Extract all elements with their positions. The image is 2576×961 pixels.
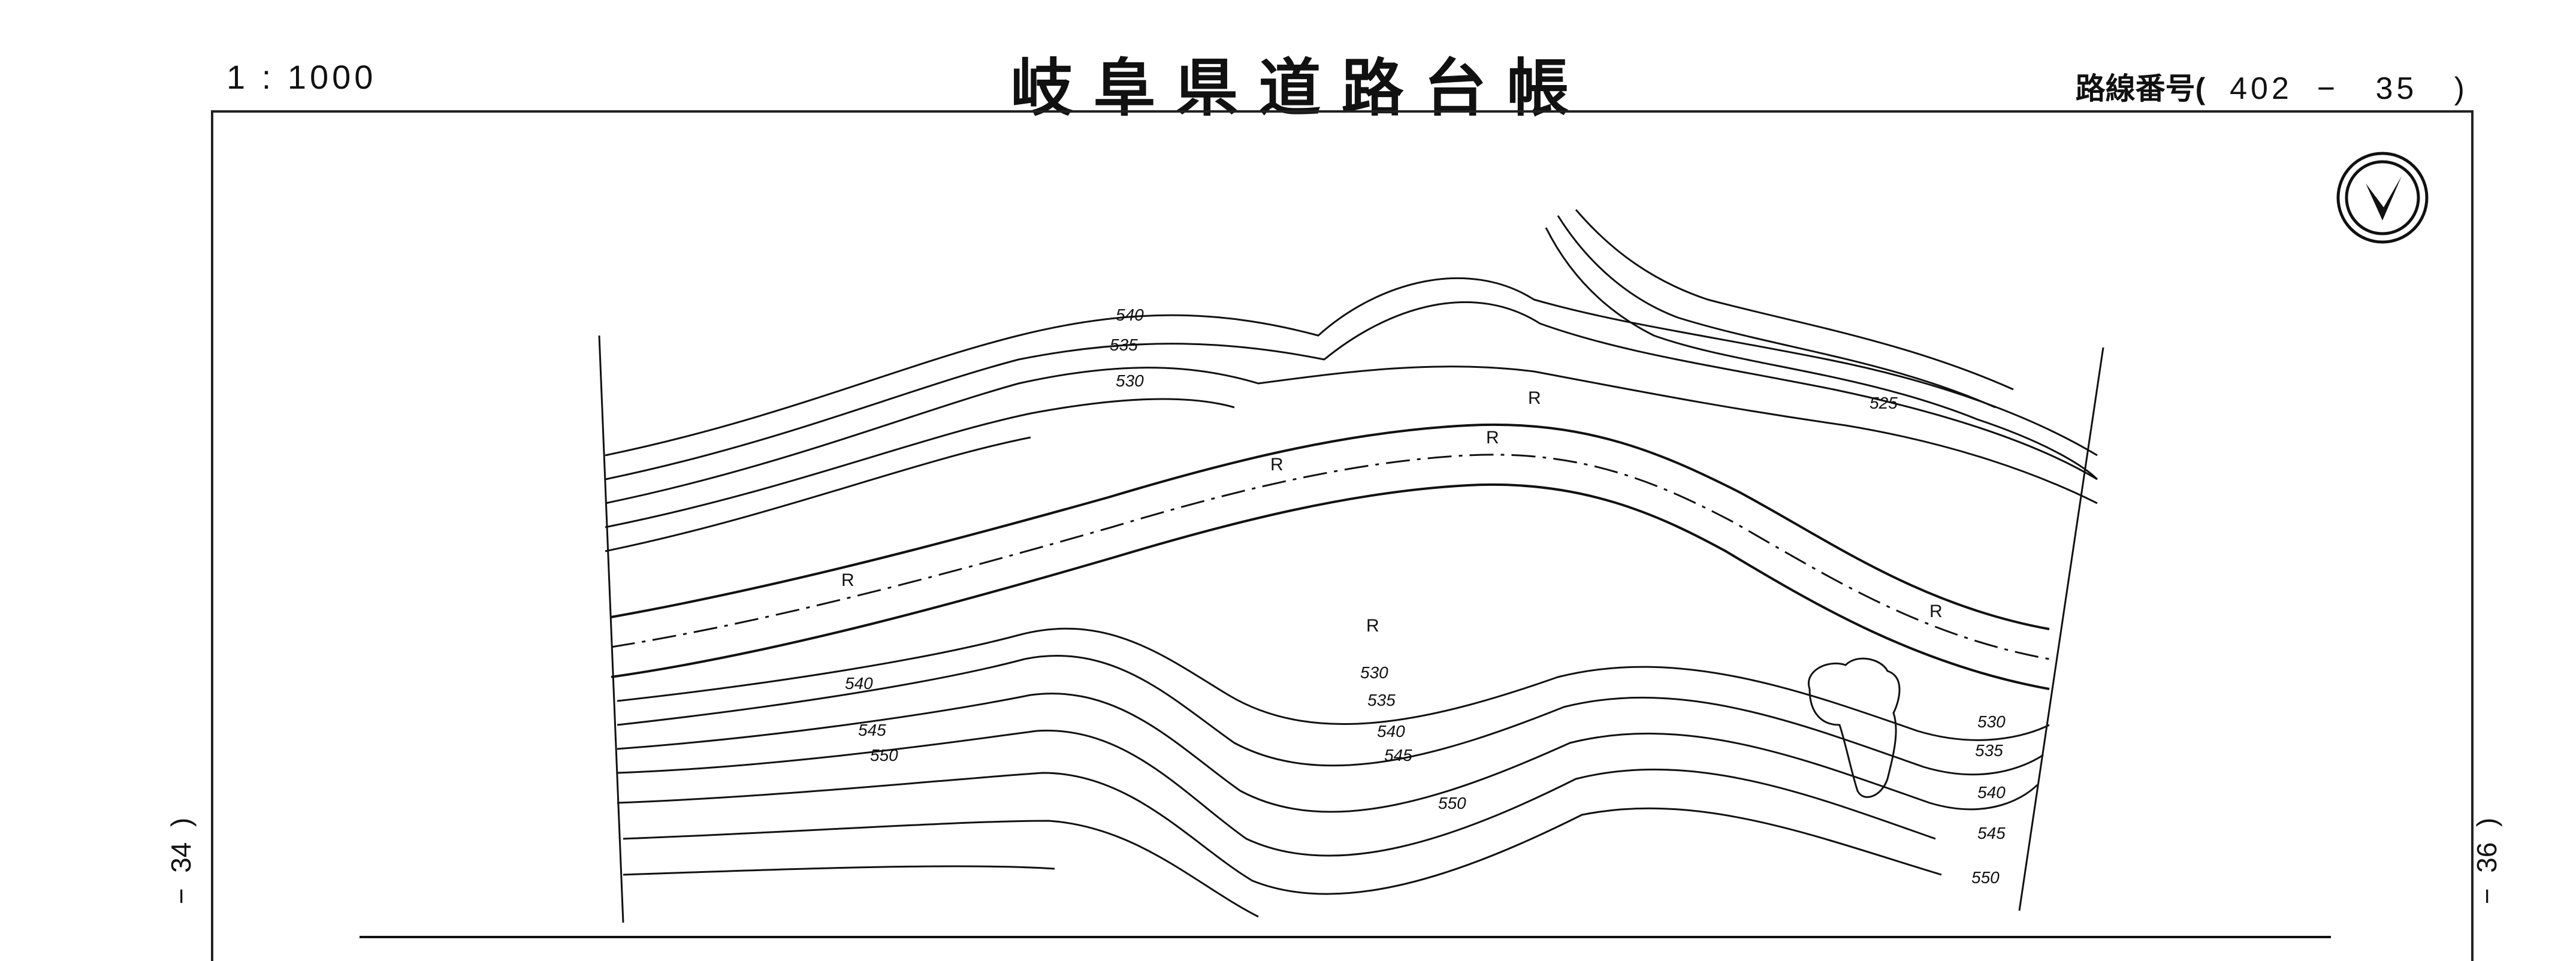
map-scale: 1 : 1000: [227, 58, 377, 96]
tree-cluster-icon: [1807, 657, 1901, 798]
upper-contours: [605, 209, 2098, 552]
elev-label: 540: [845, 674, 873, 693]
elev-label: 550: [870, 746, 898, 764]
elev-label: 525: [1870, 394, 1898, 412]
route-number-label: 路線番号(: [2075, 72, 2206, 105]
elev-label: 545: [1384, 746, 1412, 764]
elev-label: 540: [1116, 306, 1144, 324]
retaining-wall-marks: R R R R R R: [841, 388, 1943, 636]
elev-label: 540: [1977, 783, 2006, 802]
elev-label: 540: [1377, 722, 1405, 741]
contour-labels: 540 535 530 525 540 545 550 530 535 540 …: [845, 306, 2006, 887]
survey-boundary-right: [2018, 347, 2104, 911]
elev-label: 550: [1438, 794, 1466, 812]
retaining-wall-mark: R: [1270, 455, 1284, 475]
elev-label: 550: [1971, 868, 2000, 887]
elev-label: 530: [1977, 712, 2006, 731]
elev-label: 535: [1110, 336, 1138, 354]
retaining-wall-mark: R: [841, 570, 854, 590]
elev-label: 535: [1975, 741, 2003, 760]
elev-label: 530: [1360, 663, 1388, 682]
lower-contours: [617, 627, 2050, 918]
retaining-wall-mark: R: [1528, 388, 1541, 408]
north-arrow-icon: [2335, 150, 2430, 249]
route-number: 路線番号( 402 − 35 ): [2076, 65, 2468, 108]
elev-label: 545: [858, 721, 886, 739]
elev-label: 545: [1977, 824, 2006, 842]
retaining-wall-mark: R: [1486, 428, 1499, 448]
map-frame: [211, 110, 2474, 961]
retaining-wall-mark: R: [1366, 616, 1379, 636]
road: [611, 423, 2050, 690]
retaining-wall-mark: R: [1929, 602, 1943, 621]
survey-boundary-left: [598, 335, 624, 923]
elev-label: 530: [1116, 371, 1144, 390]
route-number-value: 402 − 35 ): [2205, 71, 2468, 106]
elev-label: 535: [1367, 691, 1396, 709]
